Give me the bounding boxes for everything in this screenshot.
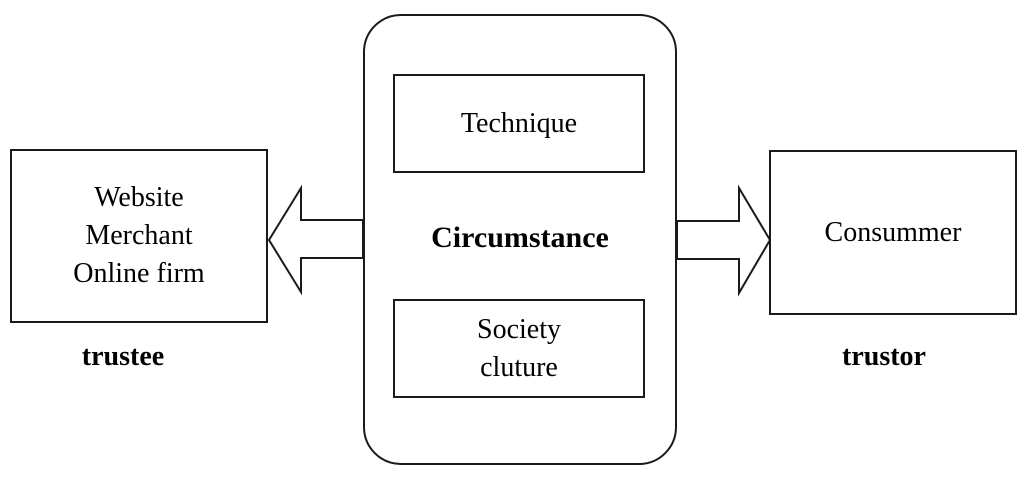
technique-box: Technique <box>393 74 645 173</box>
trustee-entity-text: Website Merchant Online firm <box>73 182 205 289</box>
technique-text: Technique <box>460 107 578 139</box>
trustee-entity-box: Website Merchant Online firm <box>10 149 268 323</box>
consumer-text: Consummer <box>824 216 962 248</box>
trustee-label: trustee <box>81 341 165 372</box>
consumer-box: Consummer <box>769 150 1017 315</box>
society-culture-box: Society cluture <box>393 299 645 398</box>
arrow-left-icon <box>267 184 364 296</box>
circumstance-label: Circumstance <box>431 221 609 254</box>
society-culture-text: Society cluture <box>477 313 561 383</box>
trustor-label: trustor <box>842 341 926 372</box>
arrow-right-icon <box>676 184 772 297</box>
